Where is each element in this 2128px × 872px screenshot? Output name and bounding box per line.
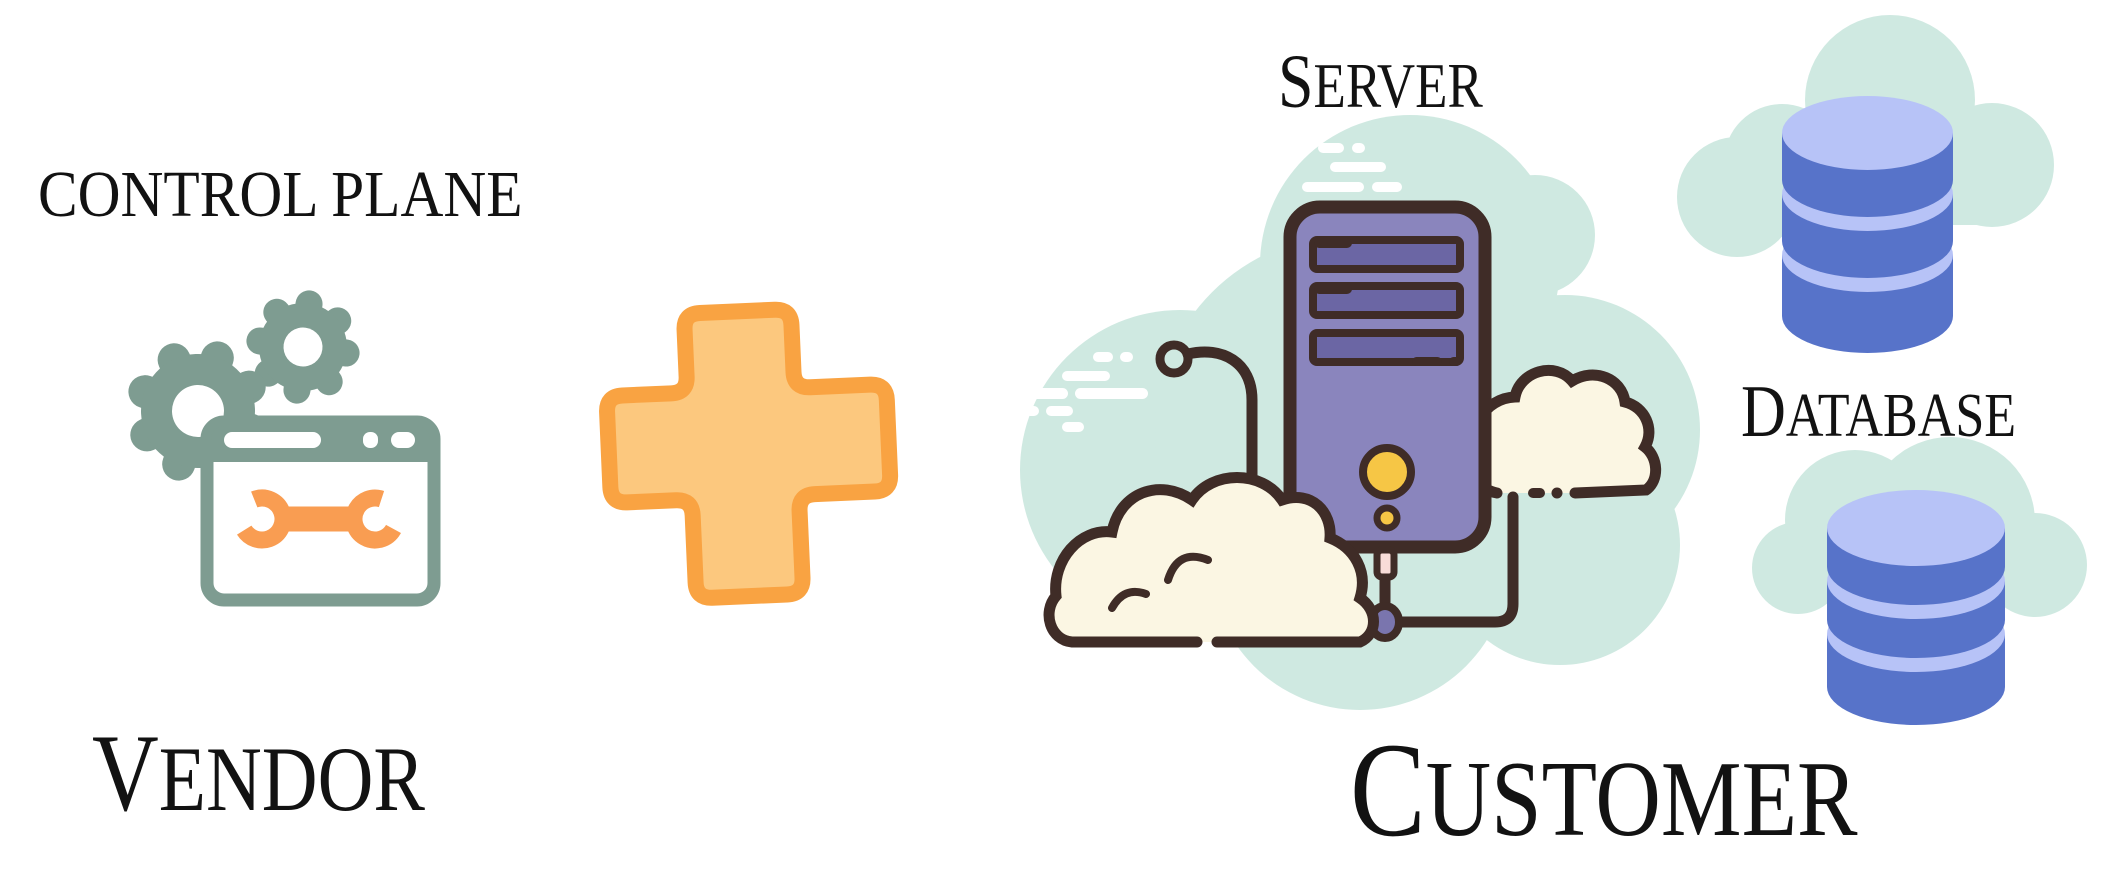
plus-icon: [599, 301, 899, 606]
database-cylinder-in-cloud-icon: [1752, 437, 2087, 725]
database-cylinder-in-cloud-icon: [1677, 15, 2054, 353]
server-label: SERVER: [1278, 40, 1483, 124]
drive-bay: [1309, 329, 1464, 366]
small-gear-icon: [246, 290, 360, 404]
server-tower-in-clouds-icon: [1020, 115, 1700, 710]
address-bar: [224, 432, 321, 448]
drive-bay: [1309, 282, 1464, 319]
control-plane-label: CONTROL PLANE: [38, 158, 523, 231]
vendor-label: VENDOR: [92, 712, 425, 834]
port: [1373, 546, 1398, 581]
wrench-icon: [232, 489, 405, 549]
database-cylinder: [1782, 96, 1953, 353]
server-tower: [1283, 200, 1492, 554]
window-dot: [391, 432, 415, 448]
indicator-light: [1373, 504, 1401, 532]
antenna-icon: [1155, 340, 1258, 511]
database-label: DATABASE: [1741, 371, 2017, 453]
drive-bay: [1309, 236, 1464, 273]
gears-browser-wrench-icon: [128, 290, 441, 607]
database-cylinder: [1827, 490, 2005, 725]
cloud-dashes: [1302, 143, 1402, 192]
browser-window-icon: [200, 415, 441, 607]
left-cloud: [1043, 472, 1379, 648]
window-dot: [363, 432, 378, 448]
cloud-dashes: [1025, 352, 1148, 432]
customer-label: CUSTOMER: [1350, 716, 1858, 865]
power-button: [1359, 444, 1415, 500]
